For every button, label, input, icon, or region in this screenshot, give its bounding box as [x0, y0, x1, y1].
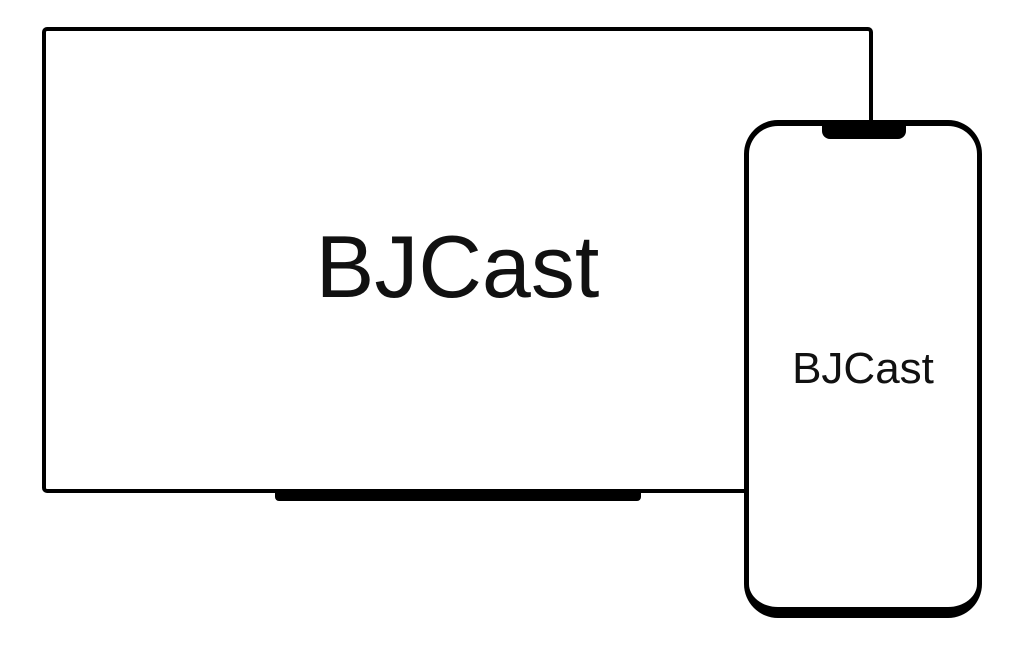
tv-label: BJCast: [315, 217, 600, 316]
phone-label: BJCast: [792, 344, 934, 393]
phone-device: BJCast: [744, 120, 982, 618]
phone-notch: [822, 125, 906, 139]
tv-stand: [275, 489, 641, 501]
tv-screen: BJCast: [42, 27, 873, 493]
